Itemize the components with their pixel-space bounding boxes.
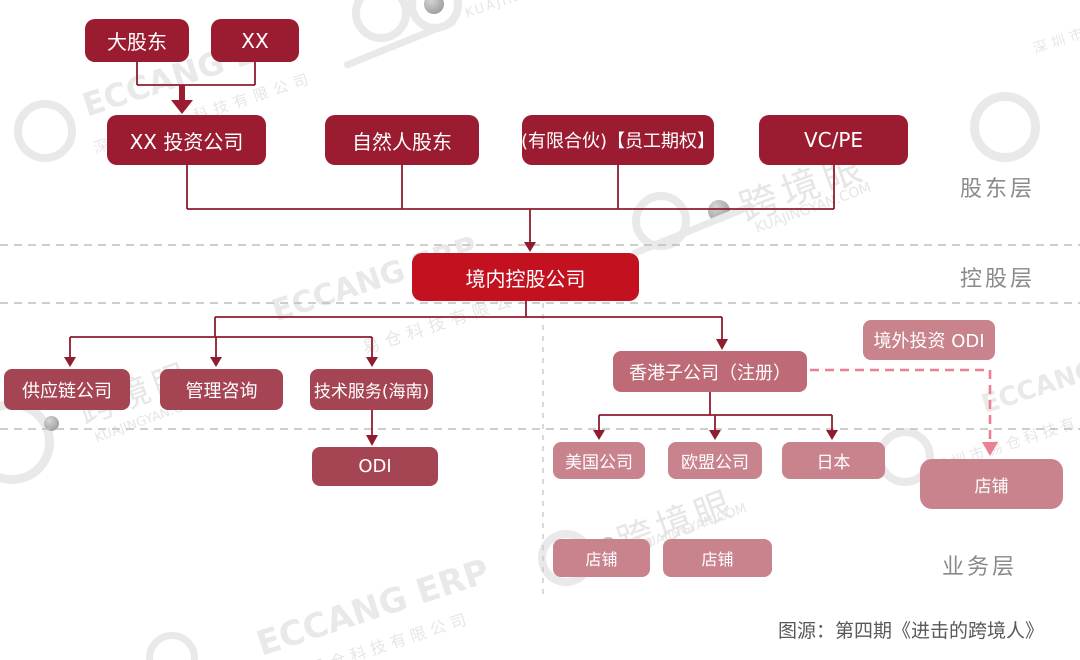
node-natural-person: 自然人股东 (325, 115, 479, 165)
node-shop-1: 店铺 (553, 539, 650, 577)
node-limited-partnership: (有限合伙)【员工期权】 (521, 115, 715, 165)
kuajingyan-logo-icon (408, 0, 462, 32)
logo-slash-icon (631, 201, 755, 258)
logo-slash-icon (343, 17, 457, 70)
node-domestic-holding: 境内控股公司 (412, 253, 639, 301)
layer-label-holding: 控股层 (960, 267, 1036, 292)
watermark-url-text: KUAJING (463, 0, 533, 22)
node-shop-right: 店铺 (920, 459, 1063, 509)
node-xx-investment: XX 投资公司 (107, 115, 266, 165)
logo-dot-icon (424, 0, 444, 14)
node-vc-pe: VC/PE (759, 115, 908, 165)
node-japan: 日本 (782, 442, 885, 479)
node-major-shareholder: 大股东 (85, 19, 189, 62)
source-caption: 图源：第四期《进击的跨境人》 (778, 620, 1045, 642)
eccang-logo-icon (146, 632, 198, 660)
node-shop-2: 店铺 (663, 539, 772, 577)
kuajingyan-logo-icon (0, 400, 54, 484)
kuajingyan-logo-icon (632, 192, 690, 250)
node-hk-subsidiary: 香港子公司（注册） (613, 351, 807, 392)
layer-label-shareholder: 股东层 (960, 177, 1036, 202)
watermark-url-text: KUAJINGYAN.COM (752, 179, 874, 237)
layer-label-business: 业务层 (942, 555, 1018, 580)
logo-dot-icon (708, 200, 730, 222)
node-supply-chain: 供应链公司 (4, 369, 130, 410)
node-tech-service-hainan: 技术服务(海南) (310, 369, 433, 410)
logo-dot-icon (44, 416, 59, 431)
node-management-consulting: 管理咨询 (160, 369, 283, 410)
eccang-logo-icon (970, 92, 1040, 162)
node-overseas-odi: 境外投资 ODI (863, 320, 995, 360)
node-xx: XX (211, 19, 299, 62)
node-us-company: 美国公司 (553, 442, 645, 479)
eccang-logo-icon (14, 100, 76, 162)
thick-arrowhead (171, 100, 193, 114)
node-odi: ODI (312, 447, 438, 486)
watermark-brand-text: ECCANG ERP (251, 551, 495, 660)
watermark-company-text: 易仓科技有限公司 (307, 608, 474, 660)
watermark-city-text: 深圳市 (1031, 24, 1080, 58)
node-eu-company: 欧盟公司 (668, 442, 762, 479)
kuajingyan-logo-icon (352, 0, 410, 42)
